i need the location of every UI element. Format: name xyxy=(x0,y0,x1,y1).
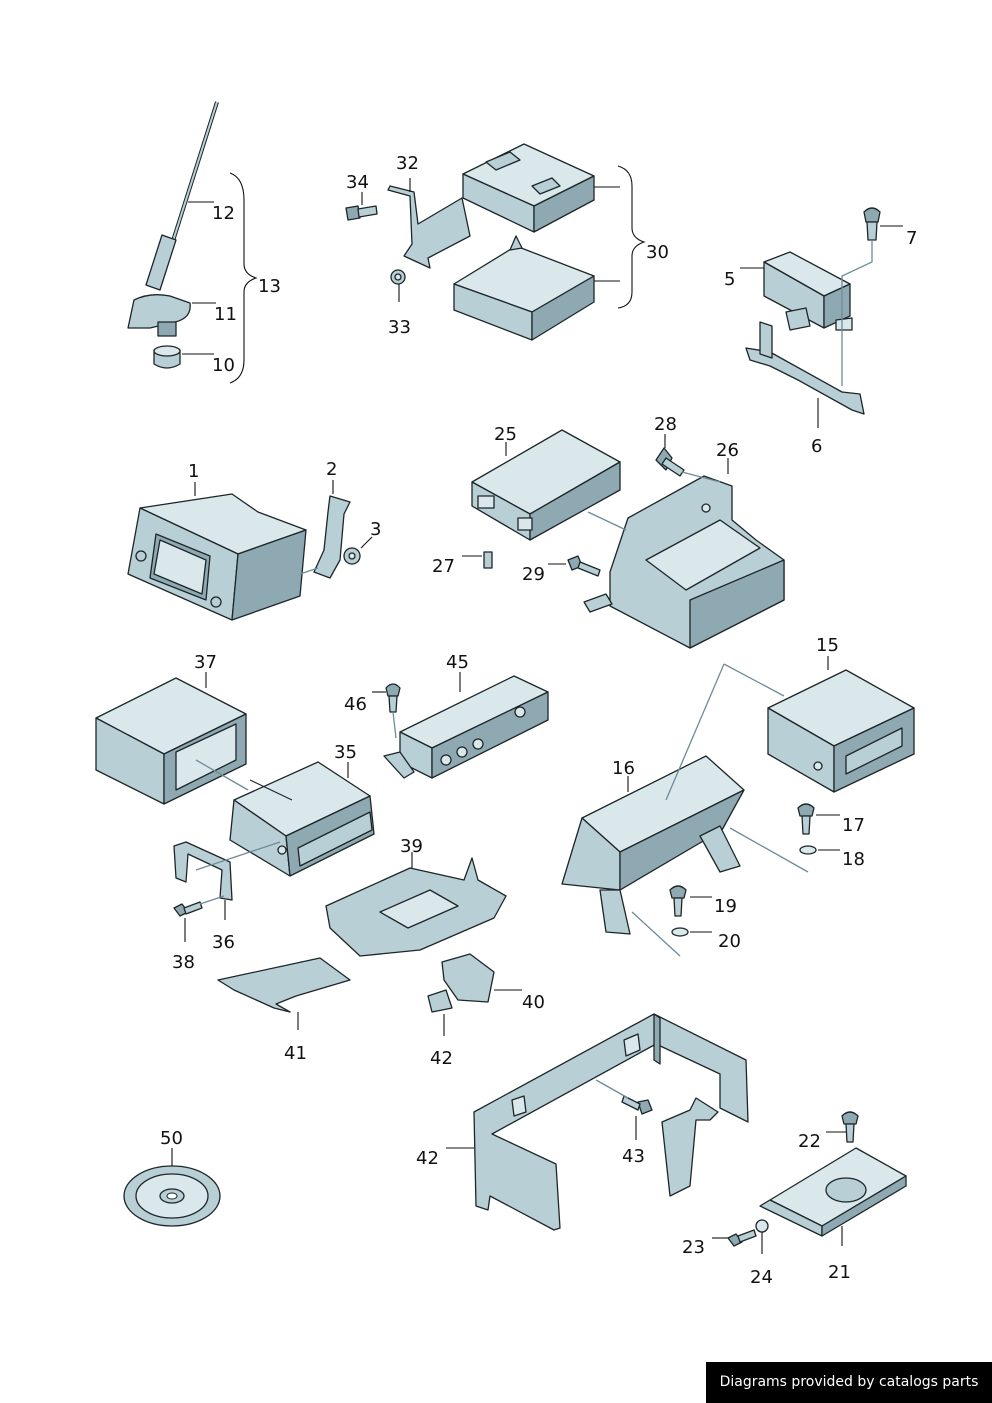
callout-34: 34 xyxy=(346,172,369,193)
callout-37: 37 xyxy=(194,652,217,673)
module-30-upper xyxy=(462,143,595,233)
module-30-lower xyxy=(453,235,595,341)
mount-26 xyxy=(583,475,785,649)
callout-11: 11 xyxy=(214,304,237,325)
bracket-2 xyxy=(313,495,351,579)
washer-20 xyxy=(671,927,689,937)
part-42-small xyxy=(427,989,453,1013)
callout-39: 39 xyxy=(400,836,423,857)
callout-6: 6 xyxy=(811,436,822,457)
nut-3 xyxy=(343,547,361,565)
tray-16 xyxy=(561,755,745,935)
module-5 xyxy=(763,251,853,331)
callout-43: 43 xyxy=(622,1146,645,1167)
callout-3: 3 xyxy=(370,519,381,540)
callout-15: 15 xyxy=(816,635,839,656)
callout-25: 25 xyxy=(494,424,517,445)
radio-35 xyxy=(229,761,375,877)
washer-24 xyxy=(755,1219,769,1233)
callout-21: 21 xyxy=(828,1262,851,1283)
unit-15 xyxy=(767,669,915,793)
screw-27 xyxy=(483,551,493,569)
screw-17 xyxy=(797,803,815,835)
callout-17: 17 xyxy=(842,815,865,836)
callout-18: 18 xyxy=(842,849,865,870)
screw-43 xyxy=(621,1095,653,1115)
callout-22: 22 xyxy=(798,1131,821,1152)
screw-38 xyxy=(173,901,203,917)
bracket-39 xyxy=(325,857,507,957)
callout-13: 13 xyxy=(258,276,281,297)
callout-24: 24 xyxy=(750,1267,773,1288)
screw-23 xyxy=(727,1229,757,1247)
antenna-assembly xyxy=(127,101,219,369)
disc-50 xyxy=(123,1165,221,1227)
callout-38: 38 xyxy=(172,952,195,973)
callout-23: 23 xyxy=(682,1237,705,1258)
callout-30: 30 xyxy=(646,242,669,263)
module-45 xyxy=(383,675,549,779)
radio-unit-1 xyxy=(127,493,307,621)
bracket-32 xyxy=(387,185,471,269)
callout-labels: 12 13 11 10 34 32 33 30 7 5 6 1 2 3 25 2… xyxy=(160,153,917,1288)
callout-1: 1 xyxy=(188,461,199,482)
callout-42-frame: 42 xyxy=(416,1148,439,1169)
frame-42 xyxy=(473,1013,749,1231)
callout-26: 26 xyxy=(716,440,739,461)
callout-7: 7 xyxy=(906,228,917,249)
bracket-6 xyxy=(745,321,865,415)
callout-29: 29 xyxy=(522,564,545,585)
callout-33: 33 xyxy=(388,317,411,338)
callout-35: 35 xyxy=(334,742,357,763)
screw-7 xyxy=(863,207,881,241)
plate-36 xyxy=(173,841,233,901)
plate-21 xyxy=(759,1147,907,1237)
callout-36: 36 xyxy=(212,932,235,953)
callout-12: 12 xyxy=(212,203,235,224)
bracket-small-43 xyxy=(661,1097,719,1197)
callout-16: 16 xyxy=(612,758,635,779)
screw-19 xyxy=(669,885,687,917)
callout-50: 50 xyxy=(160,1128,183,1149)
screw-34 xyxy=(345,205,378,221)
screw-22 xyxy=(841,1111,859,1143)
housing-37 xyxy=(95,677,247,805)
part-40 xyxy=(441,953,495,1003)
callout-27: 27 xyxy=(432,556,455,577)
callout-46: 46 xyxy=(344,694,367,715)
washer-18 xyxy=(799,845,817,855)
screw-46 xyxy=(385,683,401,713)
callout-32: 32 xyxy=(396,153,419,174)
footer-credit: Diagrams provided by catalogs parts xyxy=(706,1362,992,1403)
clip-41 xyxy=(217,957,351,1013)
callout-10: 10 xyxy=(212,355,235,376)
screw-29 xyxy=(567,555,601,577)
callout-5: 5 xyxy=(724,269,735,290)
callout-40: 40 xyxy=(522,992,545,1013)
module-25 xyxy=(471,429,621,541)
nut-33 xyxy=(390,269,406,285)
callout-19: 19 xyxy=(714,896,737,917)
rivet-28 xyxy=(655,447,685,477)
callout-28: 28 xyxy=(654,414,677,435)
callout-41: 41 xyxy=(284,1043,307,1064)
callout-42-small: 42 xyxy=(430,1048,453,1069)
callout-20: 20 xyxy=(718,931,741,952)
callout-2: 2 xyxy=(326,459,337,480)
callout-45: 45 xyxy=(446,652,469,673)
